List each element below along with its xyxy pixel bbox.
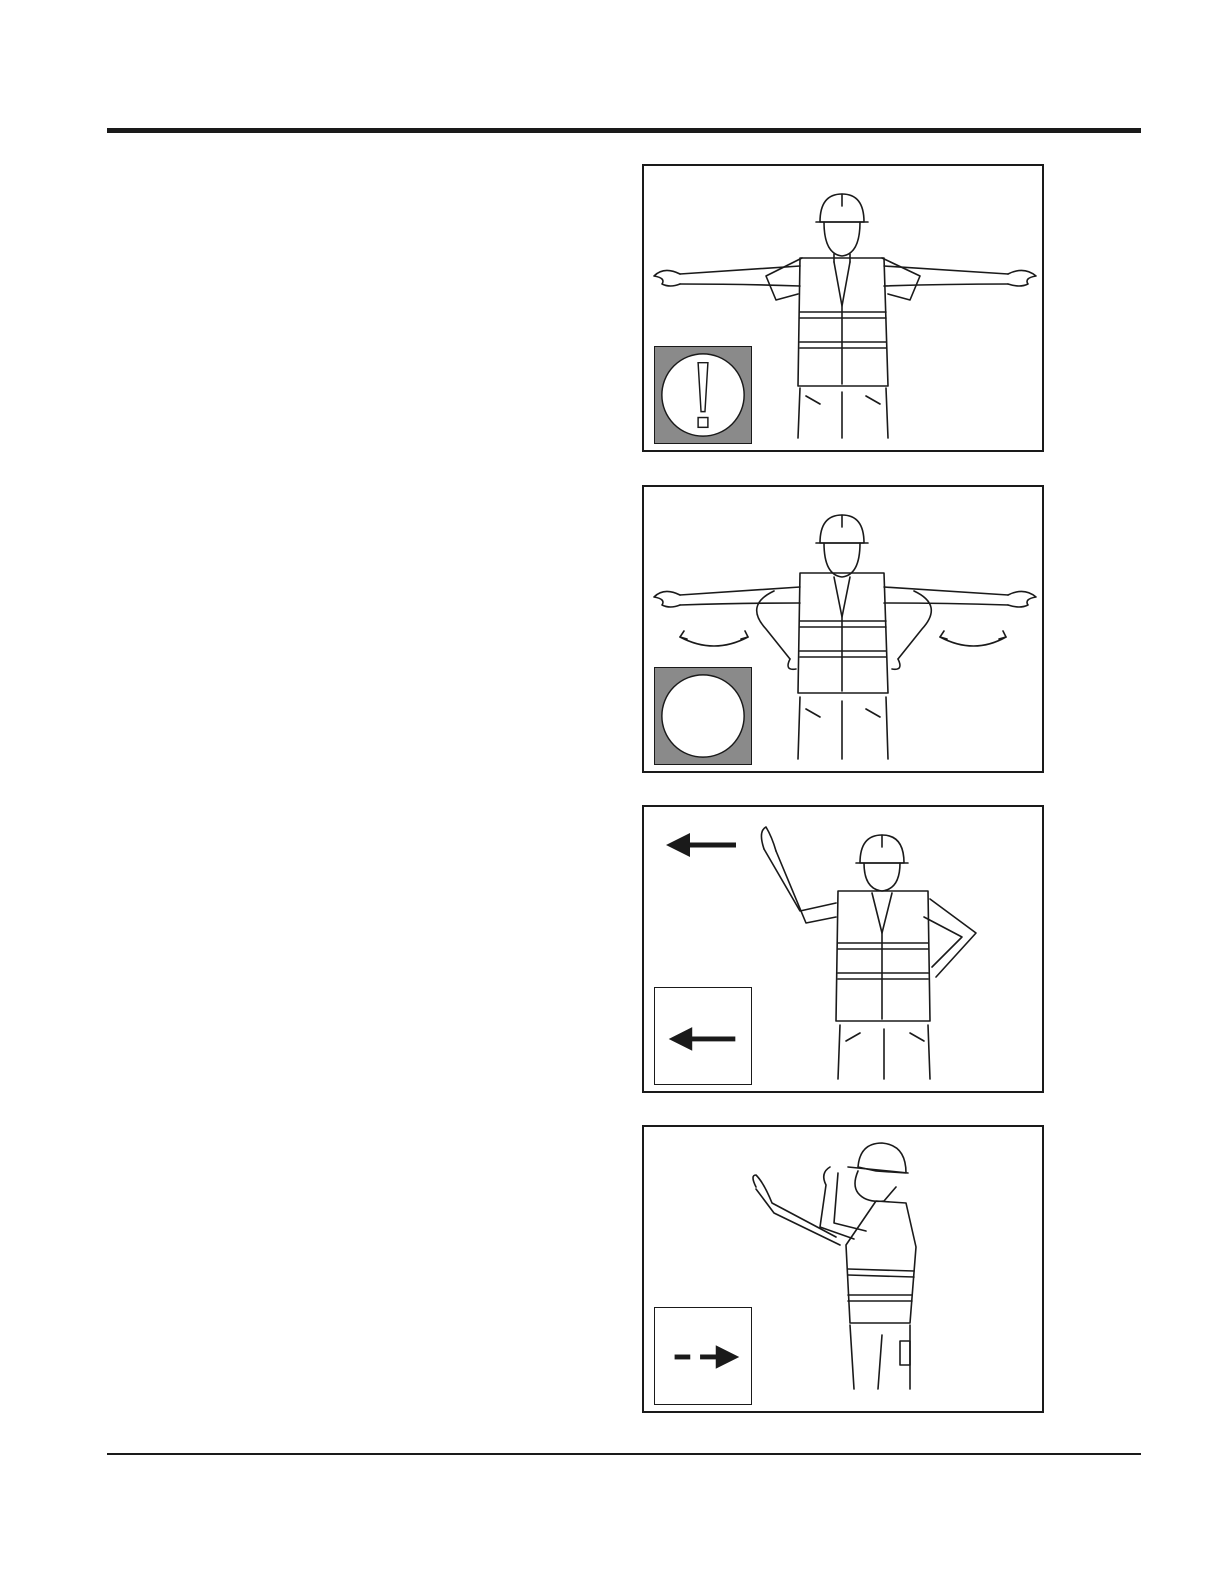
panel-move-back	[642, 1125, 1044, 1413]
panel-move-left	[642, 805, 1044, 1093]
panel-stop	[642, 164, 1044, 452]
exclamation-warning-icon	[654, 346, 752, 444]
header-rule	[107, 128, 1141, 133]
footer-rule	[107, 1453, 1141, 1455]
arrow-left-icon	[654, 987, 752, 1085]
panel-emergency-stop	[642, 485, 1044, 773]
blank-circle-icon	[654, 667, 752, 765]
dashed-arrow-right-icon	[654, 1307, 752, 1405]
arrow-left-icon	[666, 833, 736, 857]
